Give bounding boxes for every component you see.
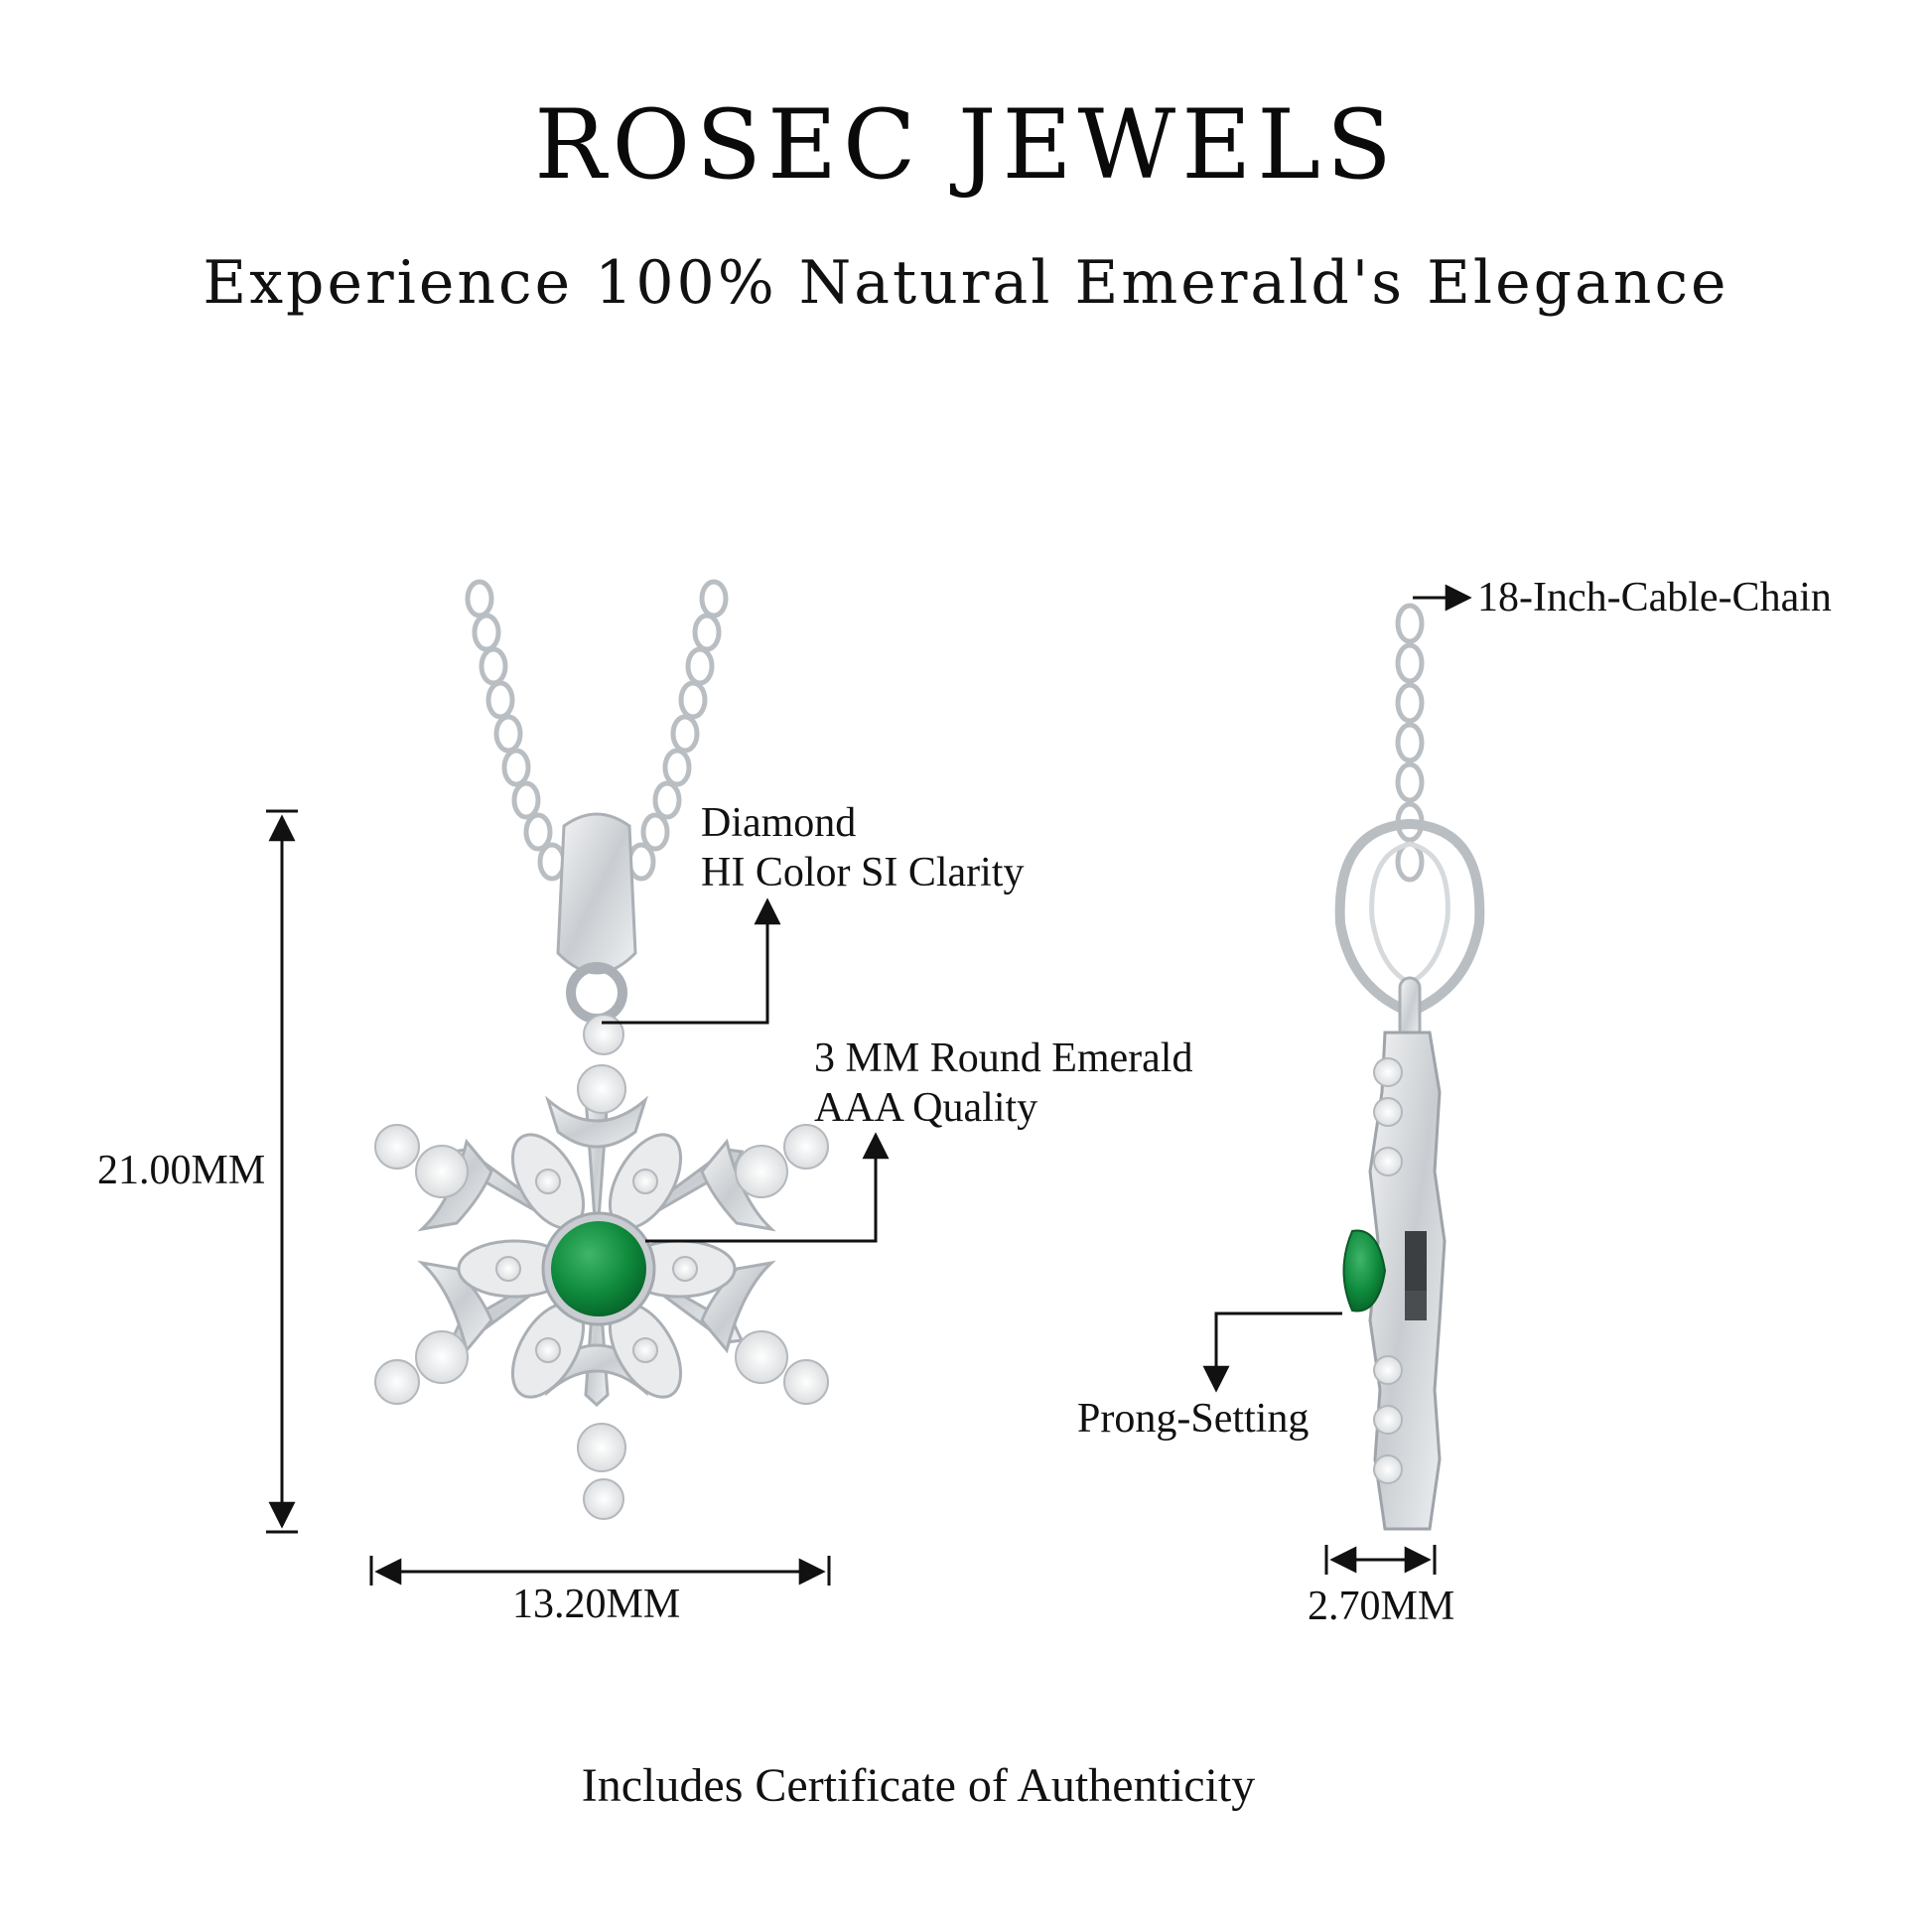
side-diamonds — [1373, 1057, 1403, 1484]
width-dimension-label: 13.20MM — [512, 1582, 681, 1627]
callout-lines — [602, 584, 1472, 1393]
emerald-callout-detail: AAA Quality — [814, 1084, 1038, 1131]
brand-title: ROSEC JEWELS — [534, 89, 1398, 201]
front-jump-ring — [566, 962, 627, 1024]
chain-callout: 18-Inch-Cable-Chain — [1477, 575, 1832, 621]
diamond-callout: Diamond HI Color SI Clarity — [701, 799, 1024, 897]
emerald-stone — [551, 1221, 646, 1316]
front-chain-left — [465, 579, 567, 882]
diamond-stones — [374, 1014, 829, 1520]
height-dimension-label: 21.00MM — [97, 1148, 266, 1193]
side-chain — [1395, 603, 1425, 883]
dimension-lines — [266, 809, 1437, 1586]
emerald-callout: 3 MM Round Emerald AAA Quality — [814, 1035, 1192, 1133]
certificate-note: Includes Certificate of Authenticity — [581, 1759, 1256, 1812]
depth-dimension-label: 2.70MM — [1308, 1584, 1455, 1629]
front-bail — [556, 812, 637, 975]
diamond-callout-detail: HI Color SI Clarity — [701, 849, 1025, 896]
setting-callout: Prong-Setting — [1077, 1396, 1310, 1442]
diamond-callout-title: Diamond — [701, 800, 857, 846]
emerald-callout-title: 3 MM Round Emerald — [814, 1035, 1193, 1081]
tagline: Experience 100% Natural Emerald's Elegan… — [203, 248, 1729, 318]
side-emerald — [1342, 1229, 1387, 1312]
